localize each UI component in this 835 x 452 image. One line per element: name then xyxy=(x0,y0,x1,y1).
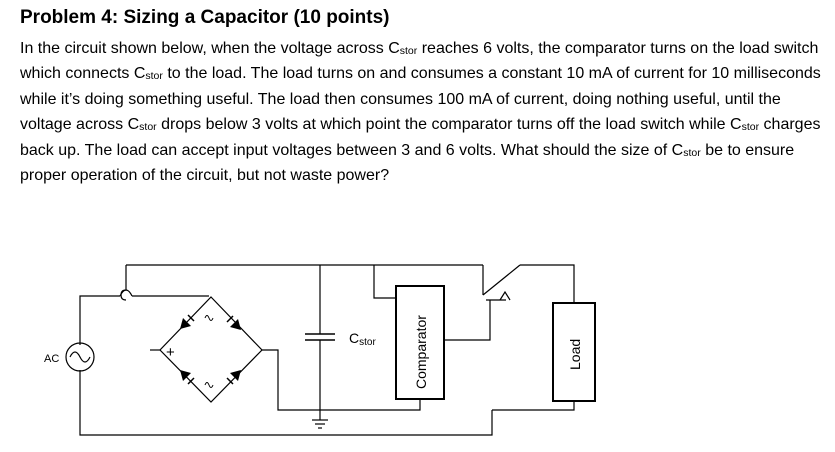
subscript-stor: stor xyxy=(741,121,760,134)
wire-crossover xyxy=(119,289,133,297)
load-switch xyxy=(482,264,521,296)
wire-top-rail xyxy=(120,265,127,301)
subscript-stor: stor xyxy=(145,70,163,83)
wire-comparator-out xyxy=(444,299,506,341)
problem-title: Problem 4: Sizing a Capacitor (10 points… xyxy=(20,7,390,28)
ac-source xyxy=(65,342,95,372)
wire-comparator-ref xyxy=(380,399,421,411)
wire-comparator-in xyxy=(373,265,396,299)
problem-document: Problem 4: Sizing a Capacitor (10 points… xyxy=(20,6,825,188)
comparator-label: Comparator xyxy=(413,315,429,389)
ground-icon xyxy=(312,419,328,429)
ac-label: AC xyxy=(44,353,59,365)
ac-wave-icon xyxy=(69,351,91,363)
problem-text-part: reaches 6 volts, the comparator turns on… xyxy=(20,40,819,83)
problem-text-part: drops below 3 volts at which point the c… xyxy=(156,116,742,134)
problem-text-part: charges back up. The load can accept inp… xyxy=(20,116,821,159)
wire-switch-load xyxy=(520,264,575,303)
wire-source-top xyxy=(79,295,120,345)
tilde-icon xyxy=(204,382,214,388)
switch-arrow xyxy=(499,290,511,301)
wire-bridge-negative xyxy=(262,349,380,411)
subscript-stor: stor xyxy=(683,146,701,159)
capacitor-cstor xyxy=(305,333,335,341)
load-label: Load xyxy=(567,339,583,370)
problem-text-part: In the circuit shown below, when the vol… xyxy=(20,40,400,57)
subscript-stor: stor xyxy=(139,121,157,134)
bridge-plus-label: + xyxy=(166,344,175,361)
capacitor-label: Cstor xyxy=(349,330,376,348)
rectifier-bridge xyxy=(159,296,263,403)
wire-load-bottom xyxy=(492,401,575,411)
problem-text-part: be to ensure proper operation of the cir… xyxy=(20,141,795,185)
problem-statement: In the circuit shown below, when the vol… xyxy=(20,36,825,188)
problem-text-part: to the load. The load turns on and consu… xyxy=(20,65,821,134)
diode-icon xyxy=(226,315,241,330)
diode-icon xyxy=(180,314,195,329)
diode-icon xyxy=(226,370,241,385)
subscript-stor: stor xyxy=(399,45,418,57)
tilde-icon xyxy=(204,315,214,321)
wire-source-bottom xyxy=(79,370,493,436)
diode-icon xyxy=(180,370,195,385)
